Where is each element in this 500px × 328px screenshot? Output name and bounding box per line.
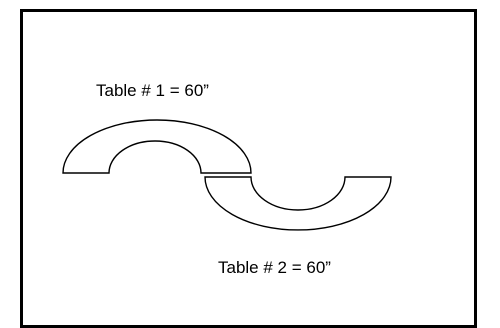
table-2-shape — [204, 176, 392, 231]
table-2-label: Table # 2 = 60” — [218, 258, 331, 277]
table-1-shape — [62, 119, 252, 174]
table-1-label: Table # 1 = 60” — [96, 81, 209, 100]
